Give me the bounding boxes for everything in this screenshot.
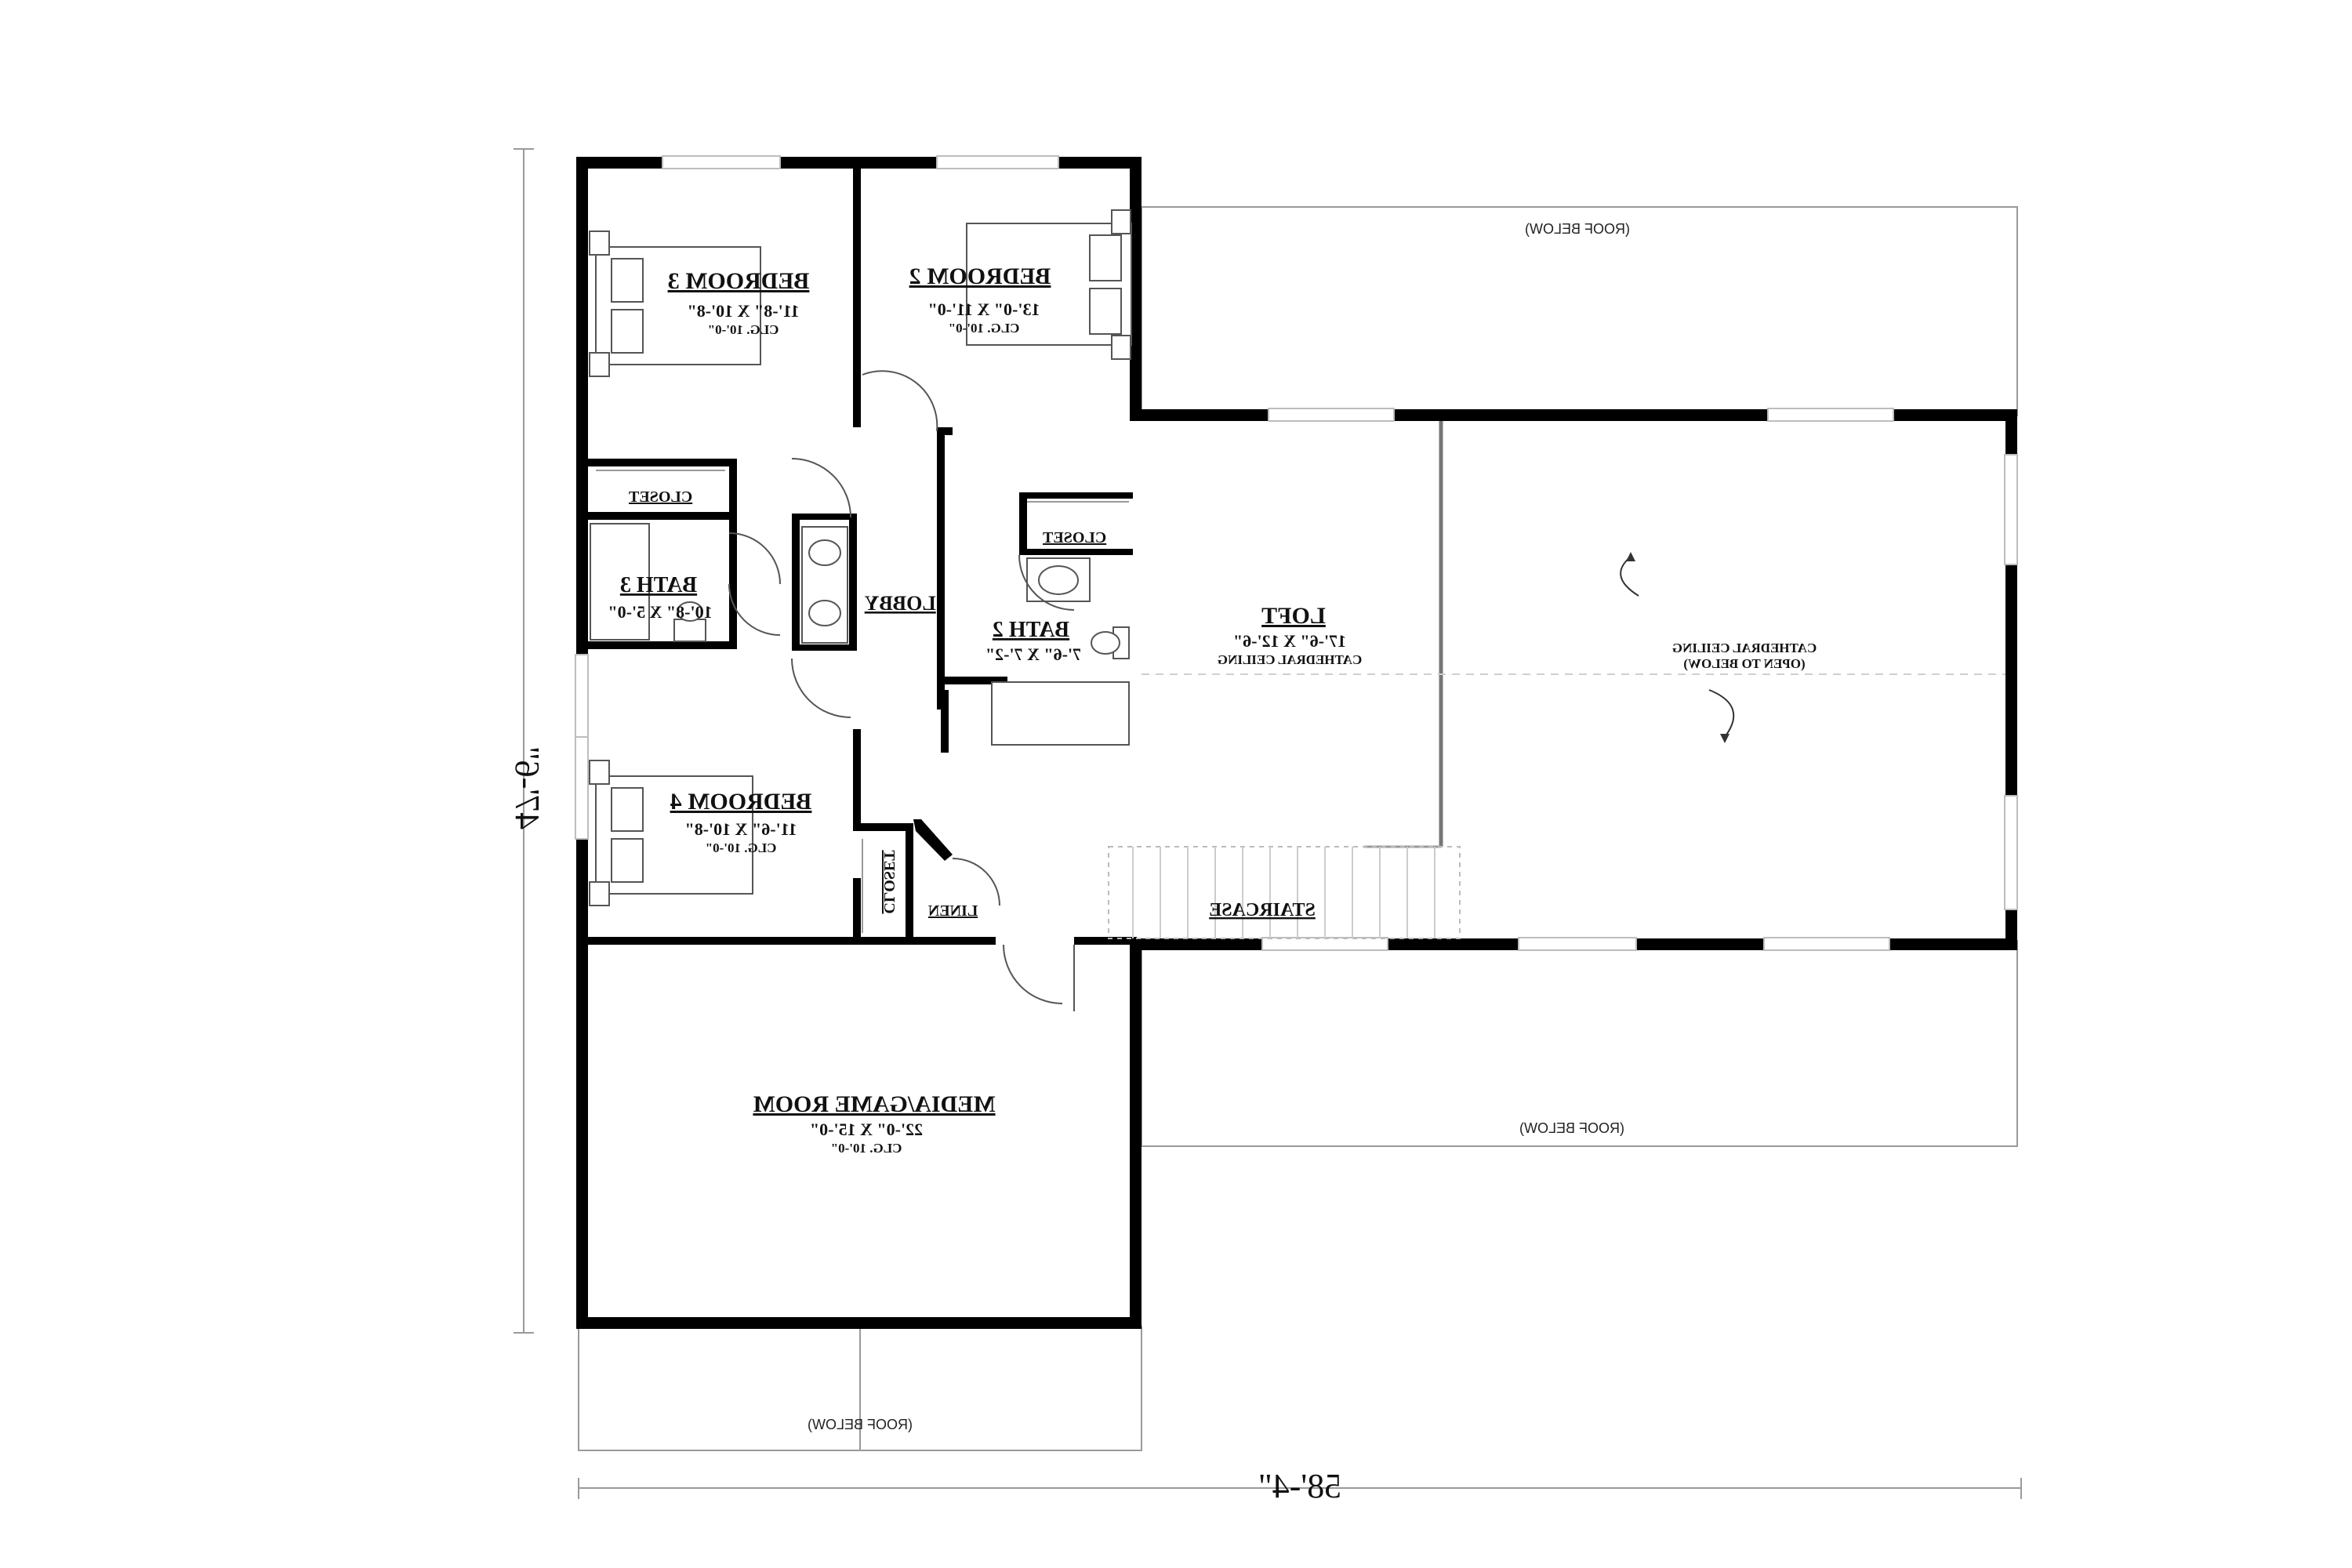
interior-walls bbox=[588, 169, 1137, 945]
bedroom-4-name: BEDROOM 4 bbox=[670, 789, 812, 815]
bath-3-size: 10'-8" X 5'-0" bbox=[608, 602, 712, 622]
bedroom-2-name: BEDROOM 2 bbox=[909, 263, 1051, 289]
closet-bedroom-2-label: CLOSET bbox=[1042, 529, 1106, 546]
dimension-lines bbox=[514, 148, 2022, 1499]
open-below-line-1: CATHEDRAL CEILING bbox=[1672, 641, 1817, 655]
closet-shelves bbox=[596, 470, 1129, 933]
roof-below-bottom-note: (ROOF BELOW) bbox=[808, 1417, 913, 1432]
bedroom-2-ceiling: CLG. 10'-0" bbox=[949, 321, 1020, 336]
loft-ceiling: CATHEDRAL CEILING bbox=[1218, 652, 1362, 667]
bed-bedroom-2 bbox=[966, 209, 1132, 360]
lobby-vanity bbox=[801, 526, 848, 644]
open-below-line-2: (OPEN TO BELOW) bbox=[1683, 656, 1805, 671]
bath-2-fixtures bbox=[991, 557, 1130, 746]
windows bbox=[575, 155, 2018, 951]
media-room-size: 22'-0" X 15'-0" bbox=[810, 1120, 923, 1139]
roof-below-top-note: (ROOF BELOW) bbox=[1525, 221, 1630, 237]
bed-bedroom-3 bbox=[589, 230, 761, 377]
lobby-name: LOBBY bbox=[864, 592, 935, 615]
exterior-walls bbox=[576, 157, 2017, 1329]
depth-dimension-label: 47'-6" bbox=[508, 746, 546, 830]
bedroom-3-ceiling: CLG. 10'-0" bbox=[708, 322, 779, 337]
bedroom-2-size: 13'-0" X 11'-0" bbox=[928, 299, 1040, 319]
open-to-below-arrows bbox=[1620, 552, 1735, 743]
bedroom-4-ceiling: CLG. 10'-0" bbox=[706, 840, 777, 855]
loft-name: LOFT bbox=[1261, 603, 1326, 629]
width-dimension-label: 58'-4" bbox=[1258, 1467, 1342, 1505]
bedroom-3-name: BEDROOM 3 bbox=[668, 268, 810, 294]
linen-angled-wall bbox=[913, 819, 953, 861]
linen-label: LINEN bbox=[927, 902, 978, 920]
loft-size: 17'-6" X 12'-6" bbox=[1233, 631, 1346, 651]
staircase-label: STAIRCASE bbox=[1209, 900, 1316, 920]
bedroom-3-size: 11'-8" X 10'-8" bbox=[688, 301, 800, 321]
media-room-name: MEDIA/GAME ROOM bbox=[753, 1091, 995, 1117]
bath-2-name: BATH 2 bbox=[993, 618, 1069, 642]
closet-bedroom-4-label: CLOSET bbox=[880, 850, 898, 914]
closet-bedroom-3-label: CLOSET bbox=[628, 488, 692, 506]
bedroom-4-size: 11'-6" X 10'-8" bbox=[685, 819, 797, 839]
roof-below-right-note: (ROOF BELOW) bbox=[1519, 1120, 1624, 1136]
staircase-steps bbox=[1108, 846, 1461, 939]
bed-bedroom-4 bbox=[589, 760, 753, 906]
door-swings bbox=[728, 370, 1075, 1011]
bath-2-size: 7'-6" X 7'-2" bbox=[985, 644, 1081, 664]
bath-3-name: BATH 3 bbox=[620, 573, 697, 597]
bath-3-fixtures bbox=[590, 523, 706, 642]
media-room-ceiling: CLG. 10'-0" bbox=[831, 1141, 902, 1156]
